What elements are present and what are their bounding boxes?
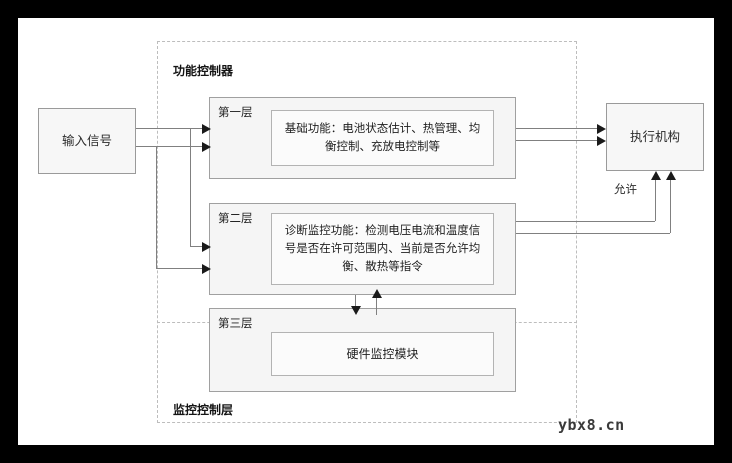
layer-1-tag: 第一层 [218, 105, 253, 119]
conn-branch-b-vertical [156, 146, 157, 268]
arrow-layer1-to-actuator-b [597, 135, 606, 146]
conn-layer2-permit-a-horizontal [516, 221, 655, 222]
conn-branch-a-horizontal [190, 246, 206, 247]
conn-layer2-permit-b-horizontal [516, 233, 670, 234]
conn-input-to-layer1-a [136, 128, 206, 129]
layer-3-tag: 第三层 [218, 316, 253, 330]
arrow-input-to-layer2-a [202, 241, 211, 252]
conn-layer1-to-actuator-b [516, 140, 604, 141]
arrow-layer1-to-actuator-a [597, 123, 606, 134]
layer-3-content-box: 硬件监控模块 [271, 332, 494, 376]
layer-1-content: 基础功能：电池状态估计、热管理、均衡控制、充放电控制等 [284, 121, 481, 153]
supervisory-layer-label: 监控控制层 [173, 403, 234, 417]
layer-2-content-box: 诊断监控功能：检测电压电流和温度信号是否在许可范围内、当前是否允许均衡、散热等指… [271, 213, 494, 285]
conn-layer1-to-actuator-a [516, 128, 604, 129]
arrow-input-to-layer2-b [202, 263, 211, 274]
layer-3-content: 硬件监控模块 [346, 346, 419, 361]
conn-layer3-to-layer2 [376, 298, 377, 315]
conn-branch-b-horizontal [156, 268, 206, 269]
layer-1-content-box: 基础功能：电池状态估计、热管理、均衡控制、充放电控制等 [271, 110, 494, 166]
conn-layer2-to-layer3 [355, 295, 356, 308]
conn-branch-a-vertical [190, 128, 191, 246]
layer-2-content: 诊断监控功能：检测电压电流和温度信号是否在许可范围内、当前是否允许均衡、散热等指… [284, 223, 481, 273]
functional-controller-label: 功能控制器 [173, 64, 234, 78]
actuator-label: 执行机构 [629, 128, 680, 144]
conn-layer2-permit-b-vertical [670, 180, 671, 233]
arrow-layer2-permit-a [650, 171, 661, 180]
arrow-layer2-permit-b [665, 171, 676, 180]
arrow-input-to-layer1-b [202, 141, 211, 152]
conn-layer2-permit-a-vertical [655, 180, 656, 221]
input-signal-box[interactable]: 输入信号 [38, 108, 136, 174]
actuator-box[interactable]: 执行机构 [606, 103, 704, 171]
layer-2-tag: 第二层 [218, 211, 253, 225]
arrow-layer2-to-layer3 [350, 306, 361, 315]
arrow-input-to-layer1-a [202, 123, 211, 134]
input-signal-label: 输入信号 [61, 132, 112, 148]
diagram-canvas: 功能控制器 监控控制层 输入信号 执行机构 允许 第一层 基础功能：电池状态估计… [18, 18, 714, 445]
conn-input-to-layer1-b [136, 146, 206, 147]
watermark: ybx8.cn [558, 416, 625, 434]
permit-label: 允许 [614, 182, 637, 196]
arrow-layer3-to-layer2 [371, 289, 382, 298]
